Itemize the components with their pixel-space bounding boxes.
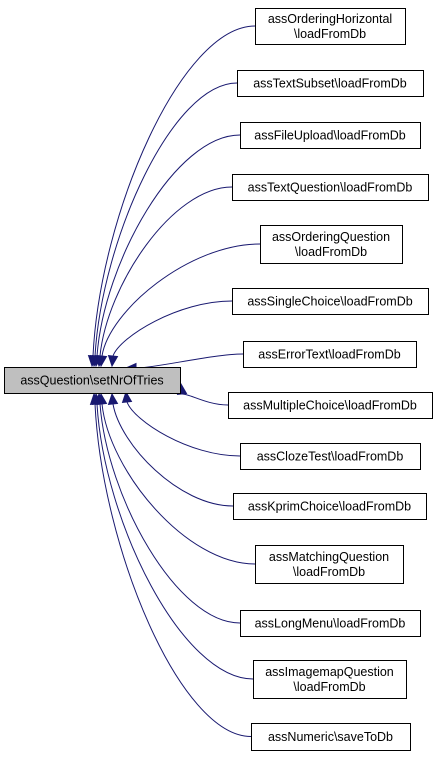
focus-node[interactable]: assQuestion\setNrOfTries — [4, 367, 181, 394]
caller-node-single-choice[interactable]: assSingleChoice\loadFromDb — [232, 288, 429, 315]
caller-node-text-subset-box — [237, 70, 424, 97]
caller-node-matching-question-label-1: assMatchingQuestion — [269, 550, 389, 564]
caller-node-matching-question[interactable]: assMatchingQuestion\loadFromDb — [255, 545, 404, 584]
edge-kprim-choice — [112, 403, 234, 507]
edge-text-question — [99, 186, 233, 357]
edges-layer — [87, 25, 261, 737]
caller-node-cloze-test-label-1: assClozeTest\loadFromDb — [257, 450, 404, 464]
caller-node-ordering-question-label-1: assOrderingQuestion — [272, 230, 390, 244]
caller-node-error-text-box — [243, 341, 417, 368]
caller-node-long-menu[interactable]: assLongMenu\loadFromDb — [240, 610, 421, 637]
caller-node-imagemap-question-label-2: \loadFromDb — [293, 680, 365, 694]
edge-numeric — [94, 403, 252, 737]
caller-node-file-upload-box — [240, 122, 421, 149]
caller-node-kprim-choice-label-1: assKprimChoice\loadFromDb — [248, 500, 411, 514]
nodes-layer: assQuestion\setNrOfTries assOrderingHoriz… — [4, 8, 433, 751]
caller-node-cloze-test-box — [240, 443, 421, 470]
focus-node-box — [4, 367, 181, 394]
caller-node-text-subset-label-1: assTextSubset\loadFromDb — [253, 77, 407, 91]
arrowhead-ordering-question — [96, 355, 108, 368]
caller-node-numeric-label-1: assNumeric\saveToDb — [268, 730, 393, 744]
caller-node-text-question-label-1: assTextQuestion\loadFromDb — [248, 181, 413, 195]
caller-node-ordering-question-box — [260, 225, 403, 264]
caller-node-numeric[interactable]: assNumeric\saveToDb — [251, 723, 411, 751]
edge-ordering-question — [101, 243, 261, 357]
edge-error-text — [135, 353, 244, 369]
caller-node-multiple-choice-label-1: assMultipleChoice\loadFromDb — [243, 399, 417, 413]
caller-node-long-menu-box — [240, 610, 421, 637]
caller-node-error-text-label-1: assErrorText\loadFromDb — [258, 348, 400, 362]
caller-node-multiple-choice-box — [228, 392, 433, 419]
edge-multiple-choice — [181, 393, 229, 406]
arrowhead-cloze-test — [121, 390, 133, 403]
arrowhead-numeric — [89, 392, 101, 405]
caller-node-single-choice-label-1: assSingleChoice\loadFromDb — [247, 295, 412, 309]
caller-node-kprim-choice[interactable]: assKprimChoice\loadFromDb — [233, 493, 427, 520]
caller-node-ordering-horizontal-box — [255, 8, 406, 45]
caller-node-imagemap-question-label-1: assImagemapQuestion — [265, 665, 394, 679]
caller-node-text-question-box — [232, 174, 429, 201]
caller-node-ordering-horizontal[interactable]: assOrderingHorizontal\loadFromDb — [255, 8, 406, 45]
arrowhead-single-choice — [107, 355, 119, 368]
caller-node-ordering-horizontal-label-1: assOrderingHorizontal — [268, 12, 392, 26]
caller-node-imagemap-question[interactable]: assImagemapQuestion\loadFromDb — [253, 660, 407, 699]
caller-node-text-question[interactable]: assTextQuestion\loadFromDb — [232, 174, 429, 201]
caller-node-error-text[interactable]: assErrorText\loadFromDb — [243, 341, 417, 368]
focus-node-label-1: assQuestion\setNrOfTries — [20, 374, 163, 388]
edge-single-choice — [112, 300, 233, 357]
caller-node-ordering-horizontal-label-2: \loadFromDb — [294, 27, 366, 41]
edge-cloze-test — [126, 401, 241, 457]
arrowhead-kprim-choice — [107, 392, 119, 405]
caller-node-text-subset[interactable]: assTextSubset\loadFromDb — [237, 70, 424, 97]
caller-node-long-menu-label-1: assLongMenu\loadFromDb — [255, 617, 406, 631]
caller-node-matching-question-label-2: \loadFromDb — [293, 565, 365, 579]
edge-text-subset — [94, 82, 238, 357]
edge-imagemap-question — [96, 403, 254, 680]
caller-node-ordering-question-label-2: \loadFromDb — [295, 245, 367, 259]
caller-node-cloze-test[interactable]: assClozeTest\loadFromDb — [240, 443, 421, 470]
caller-node-matching-question-box — [255, 545, 404, 584]
caller-node-multiple-choice[interactable]: assMultipleChoice\loadFromDb — [228, 392, 433, 419]
edge-long-menu — [99, 403, 241, 624]
caller-node-single-choice-box — [232, 288, 429, 315]
caller-node-kprim-choice-box — [233, 493, 427, 520]
edge-matching-question — [101, 403, 256, 565]
caller-node-file-upload[interactable]: assFileUpload\loadFromDb — [240, 122, 421, 149]
caller-node-numeric-box — [251, 723, 411, 751]
edge-ordering-horizontal — [92, 25, 256, 357]
caller-node-file-upload-label-1: assFileUpload\loadFromDb — [254, 129, 406, 143]
edge-file-upload — [96, 134, 241, 357]
caller-node-imagemap-question-box — [253, 660, 407, 699]
caller-node-ordering-question[interactable]: assOrderingQuestion\loadFromDb — [260, 225, 403, 264]
